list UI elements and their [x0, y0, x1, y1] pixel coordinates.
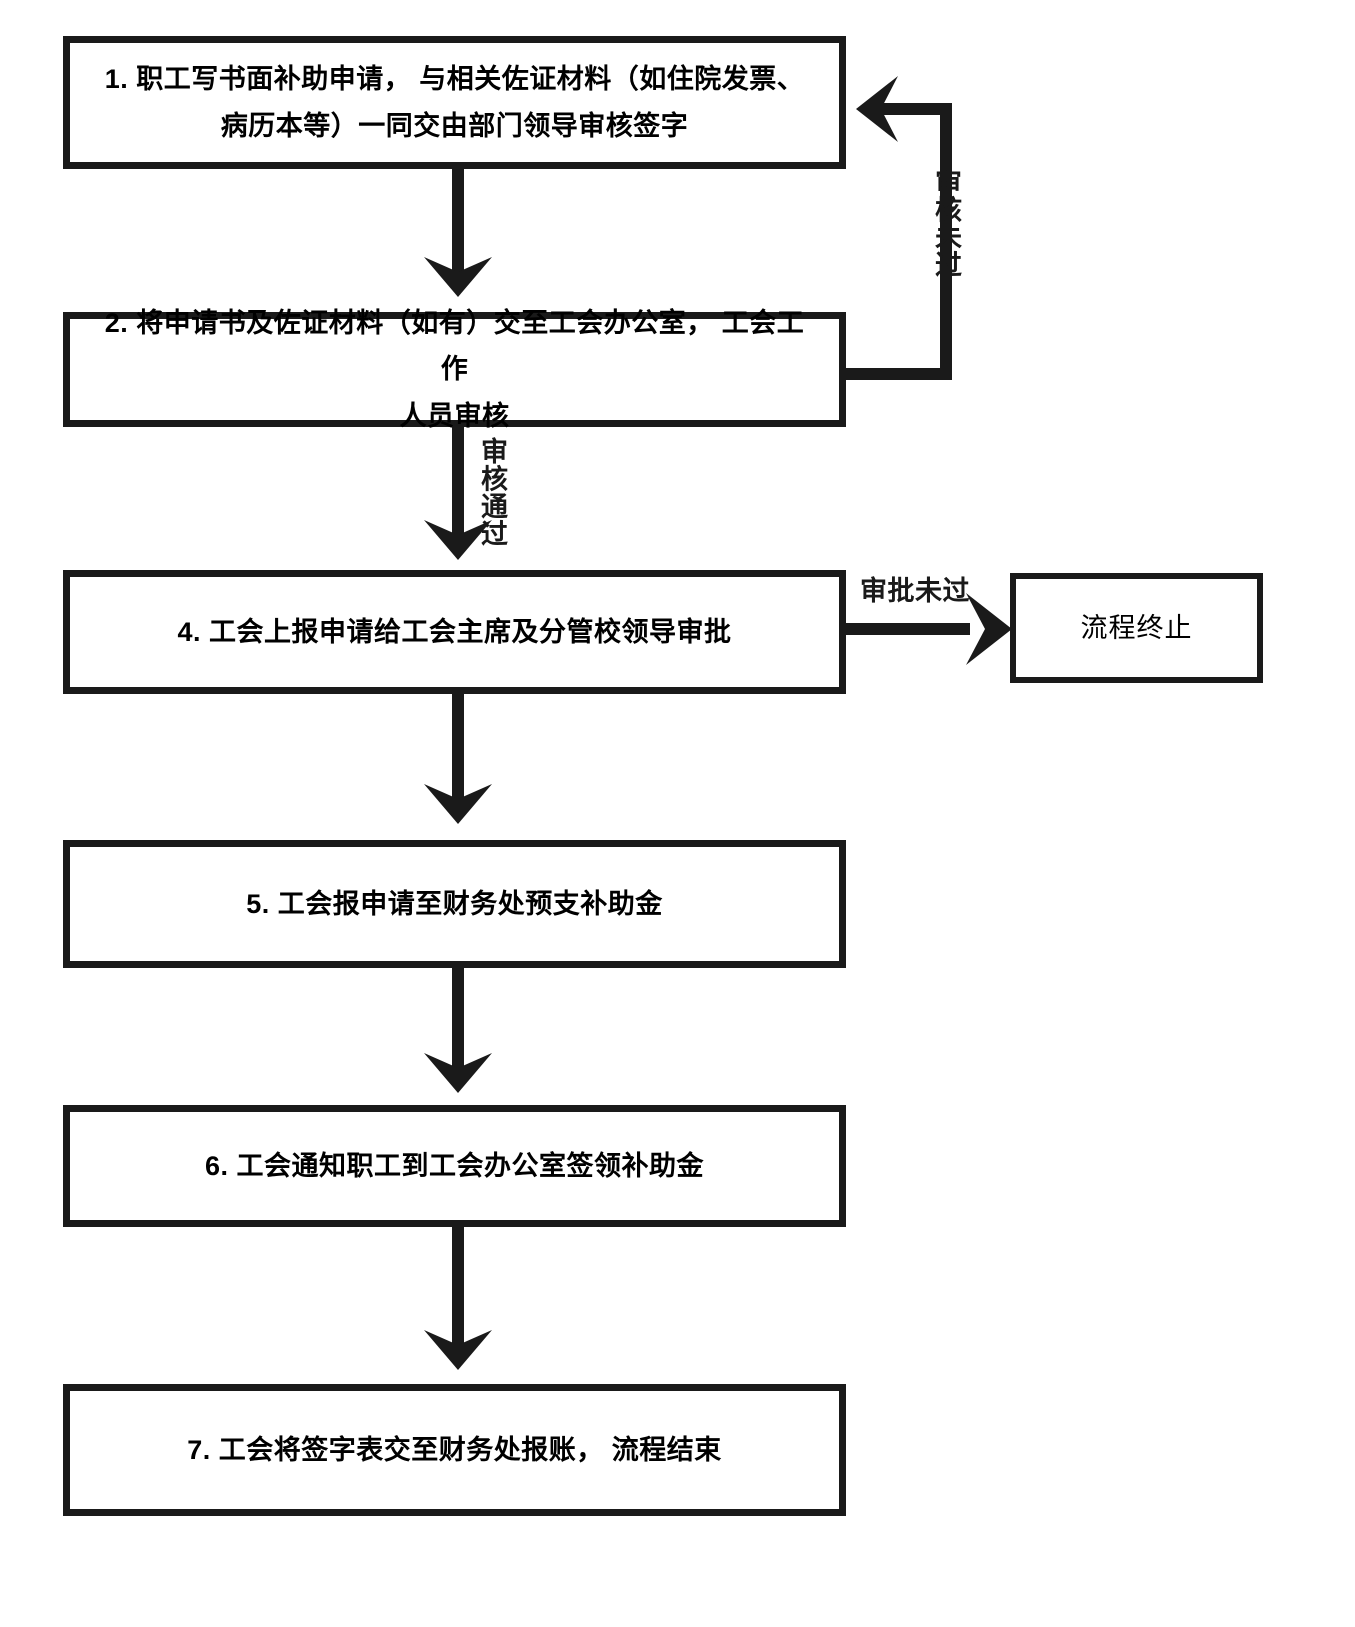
connector-loop-top-segment: [876, 103, 952, 115]
process-node-6-label: 6. 工会通知职工到工会办公室签领补助金: [204, 1150, 705, 1181]
arrowhead-right-end: [966, 593, 1012, 665]
process-node-5[interactable]: 5. 工会报申请至财务处预支补助金: [63, 840, 846, 968]
process-node-1[interactable]: 1. 职工写书面补助申请， 与相关佐证材料（如住院发票、 病历本等）一同交由部门…: [63, 36, 846, 169]
process-node-7[interactable]: 7. 工会将签字表交至财务处报账， 流程结束: [63, 1384, 846, 1516]
process-node-4[interactable]: 4. 工会上报申请给工会主席及分管校领导审批: [63, 570, 846, 694]
connector-loop-vertical-segment: [940, 103, 952, 380]
terminal-node-process-end[interactable]: 流程终止: [1010, 573, 1263, 683]
process-node-2-label: 2. 将申请书及佐证材料（如有）交至工会办公室， 工会工作 人员审核: [104, 307, 805, 431]
connector-box4-box5: [452, 694, 464, 806]
process-node-5-label: 5. 工会报申请至财务处预支补助金: [246, 888, 663, 919]
process-node-4-label: 4. 工会上报申请给工会主席及分管校领导审批: [177, 616, 732, 647]
connector-box6-box7: [452, 1227, 464, 1352]
terminal-node-label: 流程终止: [1080, 612, 1193, 643]
connector-box2-box4: [452, 427, 464, 541]
edge-label-approval-failed: 审批未过: [860, 576, 970, 606]
edge-label-review-failed: 审核未过: [931, 168, 961, 278]
process-node-7-label: 7. 工会将签字表交至财务处报账， 流程结束: [187, 1434, 722, 1465]
connector-box4-end: [846, 623, 970, 635]
process-node-1-label: 1. 职工写书面补助申请， 与相关佐证材料（如住院发票、 病历本等）一同交由部门…: [104, 64, 805, 141]
edge-label-review-passed: 审核通过: [477, 437, 507, 547]
connector-loop-bottom-segment: [846, 368, 952, 380]
process-node-6[interactable]: 6. 工会通知职工到工会办公室签领补助金: [63, 1105, 846, 1227]
process-node-2[interactable]: 2. 将申请书及佐证材料（如有）交至工会办公室， 工会工作 人员审核: [63, 308, 846, 431]
connector-box5-box6: [452, 968, 464, 1078]
connector-box1-box2: [452, 169, 464, 281]
